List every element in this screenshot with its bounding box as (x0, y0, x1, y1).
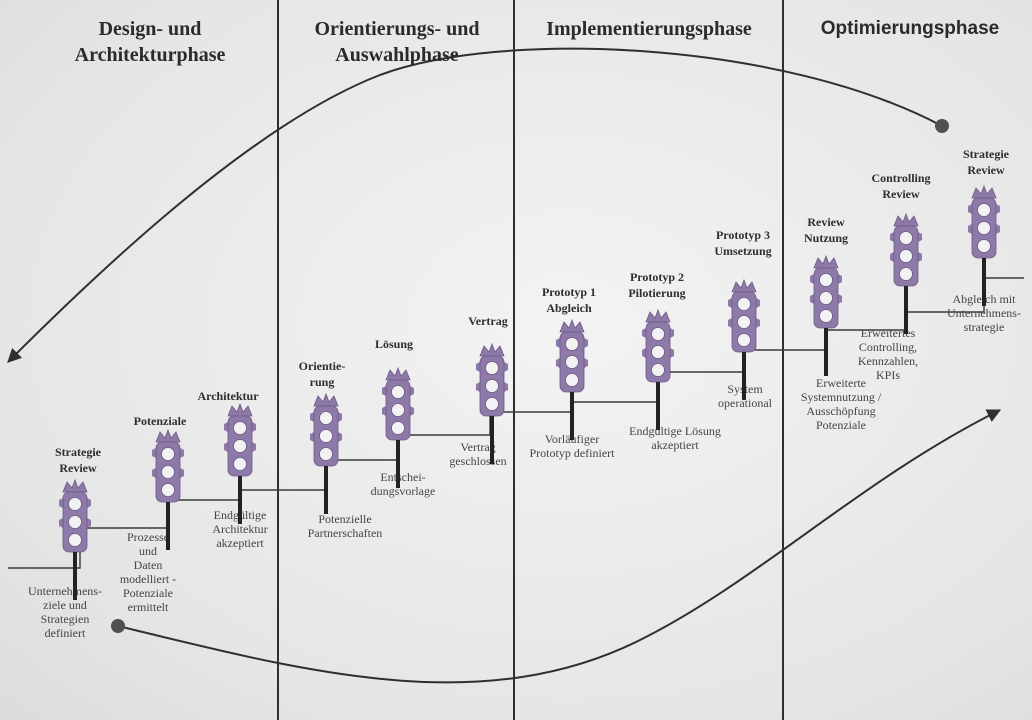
phase-title-optimization: Optimierungsphase (820, 18, 1000, 39)
traffic-light-icon (886, 212, 926, 334)
milestone-description: Endgültige Lösung akzeptiert (629, 424, 721, 452)
traffic-light-icon (552, 318, 592, 440)
milestone-title: Architektur (197, 389, 259, 403)
milestone-title: Prototyp 3 Umsetzung (714, 228, 772, 258)
milestone-title: Lösung (374, 337, 414, 351)
circle-endpoint-top (935, 119, 949, 133)
traffic-light-icon (806, 254, 846, 376)
milestone-description: Unternehmens- ziele und Strategien defin… (28, 584, 102, 640)
progression-arc-bottom (117, 409, 1002, 684)
milestone-description: Prozesse und Daten modelliert - Potenzia… (119, 530, 177, 614)
milestone-description: Abgleich mit Unternehmens- strategie (947, 292, 1021, 334)
phase-title-implementation: Implementierungsphase (546, 18, 752, 40)
milestone-title: Orientie- rung (298, 359, 346, 389)
milestone-title: Controlling Review (871, 171, 931, 201)
milestone-title: Strategie Review (963, 147, 1009, 177)
feedback-arc-top (7, 47, 943, 363)
milestone-title: Strategie Review (55, 445, 101, 475)
traffic-light-icon (378, 366, 418, 488)
milestone-title: Potenziale (133, 414, 187, 428)
milestone-title: Vertrag (468, 314, 508, 328)
traffic-light-icon (220, 402, 260, 524)
milestone-description: Potenzielle Partnerschaften (307, 512, 383, 540)
traffic-light-icon (964, 184, 1004, 306)
traffic-light-icon (724, 278, 764, 400)
milestone-description: Erweitertes Controlling, Kennzahlen, KPI… (857, 326, 919, 382)
milestone-title: Prototyp 1 Abgleich (541, 285, 597, 315)
traffic-light-icon (148, 428, 188, 550)
milestone-staircase (8, 277, 1024, 569)
phase-title-design: Design- und Architekturphase (74, 18, 226, 66)
traffic-light-icon (638, 308, 678, 430)
traffic-light-icon (306, 392, 346, 514)
circle-endpoint-bottom (111, 619, 125, 633)
phase-title-orientation: Orientierungs- und Auswahlphase (314, 18, 480, 66)
milestone-title: Review Nutzung (803, 215, 848, 245)
traffic-light-icon (472, 342, 512, 464)
milestone-description: Erweiterte Systemnutzung / Ausschöpfung … (800, 376, 882, 432)
milestone-title: Prototyp 2 Pilotierung (628, 270, 686, 300)
milestone-description: Entschei- dungsvorlage (370, 470, 436, 498)
traffic-light-icon (55, 478, 95, 600)
